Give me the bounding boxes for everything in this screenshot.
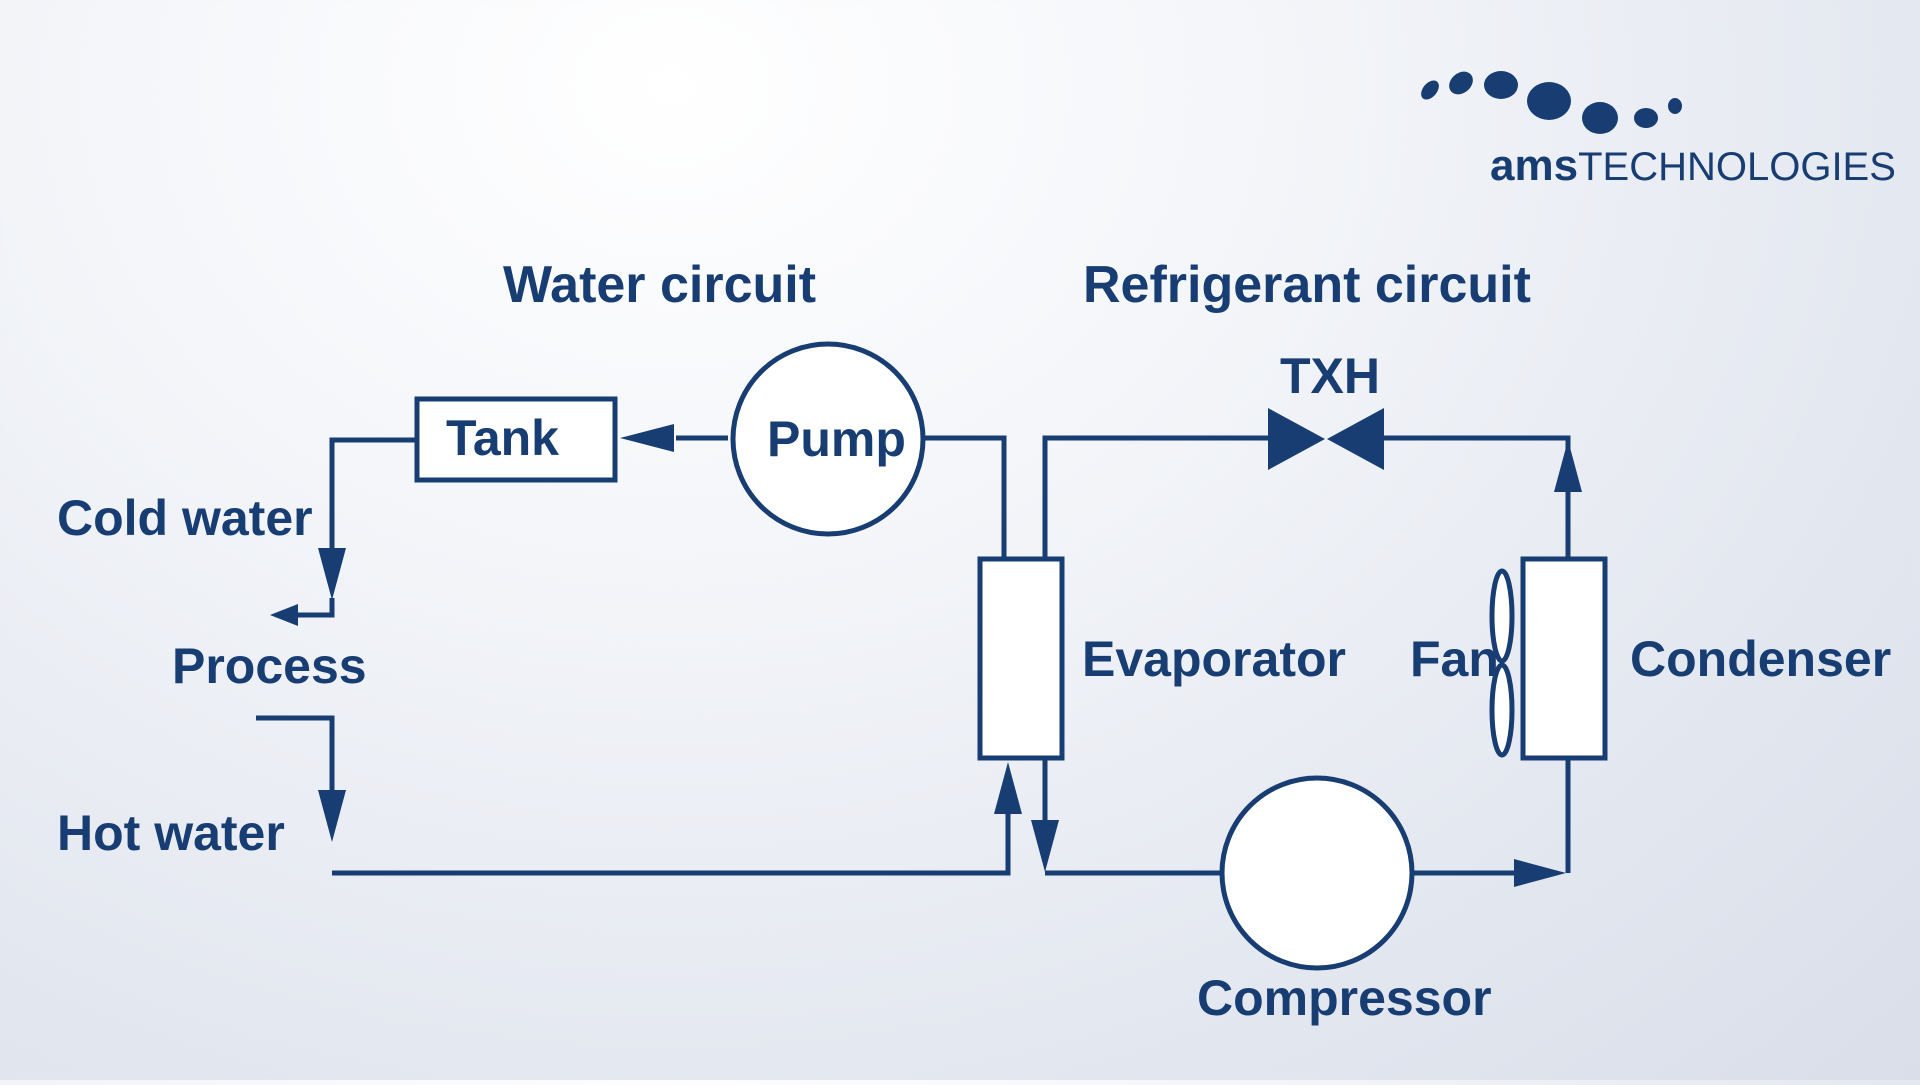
condenser-box: [1520, 556, 1608, 761]
refrigerant-circuit-title: Refrigerant circuit: [1083, 256, 1531, 314]
compressor-circle: [1219, 775, 1415, 971]
hot-water-label: Hot water: [57, 805, 285, 861]
pump-label: Pump: [767, 411, 906, 467]
pump-to-tank-arrow: [620, 424, 674, 452]
cold-water-arrow: [318, 548, 346, 600]
compressor-out-arrow: [1514, 859, 1566, 887]
process-inlet-arrow: [270, 604, 298, 626]
tank-label: Tank: [446, 410, 559, 466]
logo-bold-text: ams: [1490, 141, 1578, 190]
water-circuit-title: Water circuit: [503, 256, 816, 314]
txh-label: TXH: [1280, 348, 1380, 404]
water-circuit-piping: [256, 424, 1022, 876]
ams-logo: amsTECHNOLOGIES: [1421, 71, 1896, 190]
refrigerant-circuit-piping: [1031, 435, 1582, 887]
pump-circle: [730, 341, 926, 537]
compressor-label: Compressor: [1197, 970, 1492, 1026]
hot-water-arrow: [318, 790, 346, 842]
process-label: Process: [172, 638, 367, 694]
logo-dots-icon: [1421, 71, 1682, 134]
txh-valve-icon: [1268, 408, 1384, 470]
fan-label: Fan: [1410, 631, 1499, 687]
cold-water-label: Cold water: [57, 490, 313, 546]
fan-icon: [1489, 568, 1515, 758]
evaporator-label: Evaporator: [1082, 631, 1346, 687]
logo-light-text: TECHNOLOGIES: [1578, 145, 1896, 189]
return-to-evaporator-arrow: [994, 762, 1022, 814]
logo-wordmark: amsTECHNOLOGIES: [1490, 141, 1896, 190]
evaporator-down-arrow: [1031, 820, 1059, 872]
tank-box: [414, 396, 618, 483]
condenser-label: Condenser: [1630, 631, 1891, 687]
condenser-up-arrow: [1554, 440, 1582, 492]
evaporator-box: [977, 556, 1065, 761]
